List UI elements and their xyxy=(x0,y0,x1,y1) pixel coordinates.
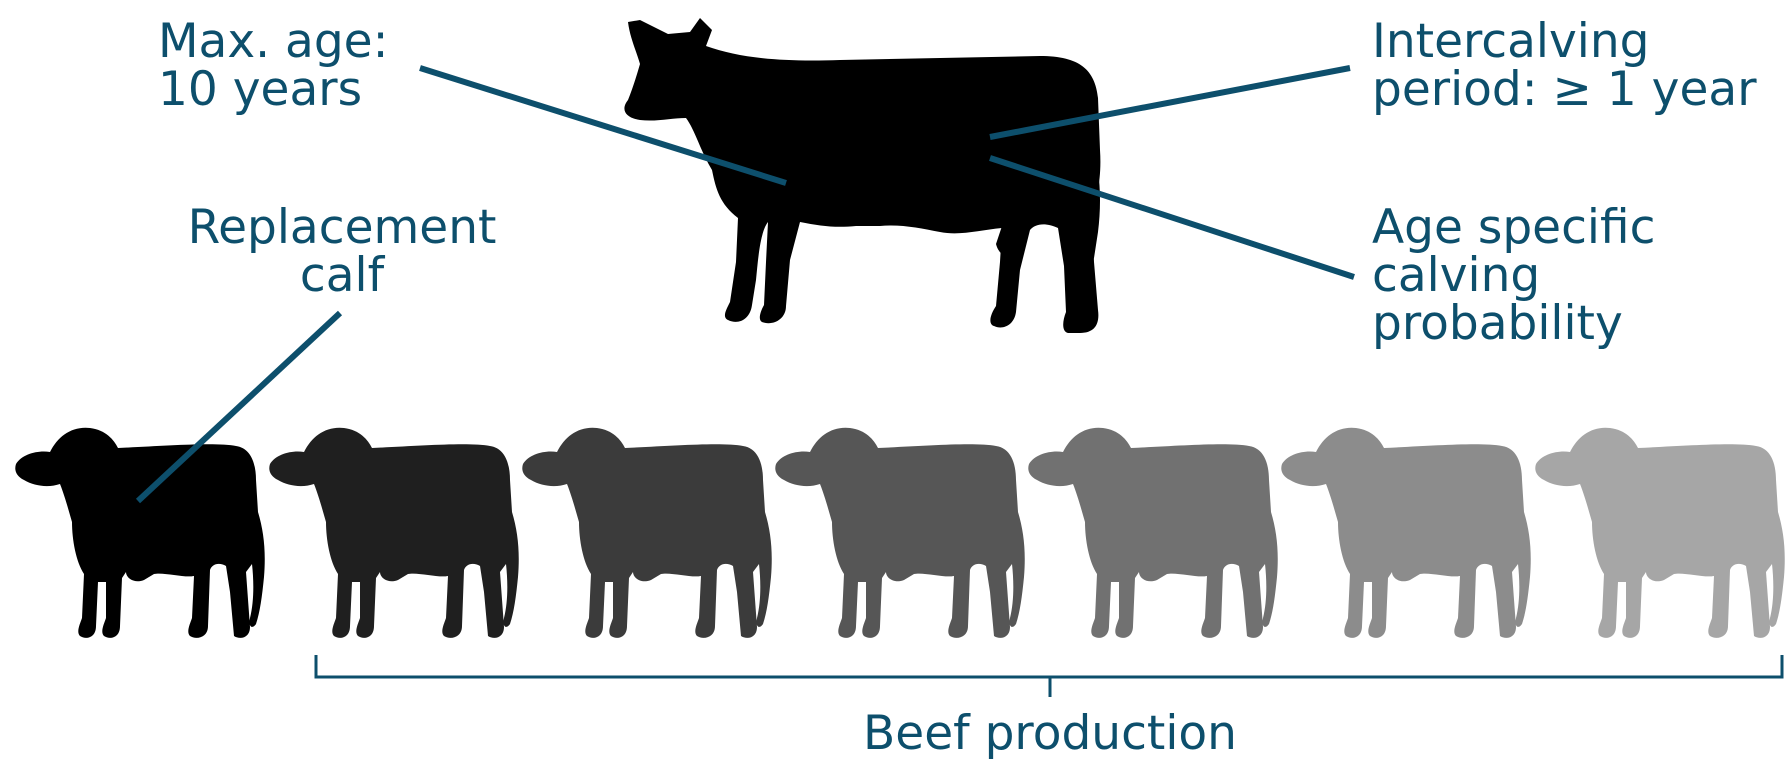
calf-icon xyxy=(1535,428,1784,638)
beef-production-label: Beef production xyxy=(800,710,1300,758)
calving-probability-label: Age specific calving probability xyxy=(1372,204,1655,348)
replacement-calf-label: Replacement calf xyxy=(182,204,502,300)
calf-icon xyxy=(269,428,518,638)
calves-row xyxy=(15,428,1784,638)
intercalving-label: Intercalving period: ≥ 1 year xyxy=(1372,18,1757,114)
calf-icon xyxy=(775,428,1024,638)
cow-icon xyxy=(624,18,1100,333)
beef-bracket xyxy=(316,655,1782,697)
calf-icon xyxy=(522,428,771,638)
max-age-label: Max. age: 10 years xyxy=(158,18,388,114)
calf-icon xyxy=(1281,428,1530,638)
calf-icon xyxy=(15,428,264,638)
calf-icon xyxy=(1028,428,1277,638)
